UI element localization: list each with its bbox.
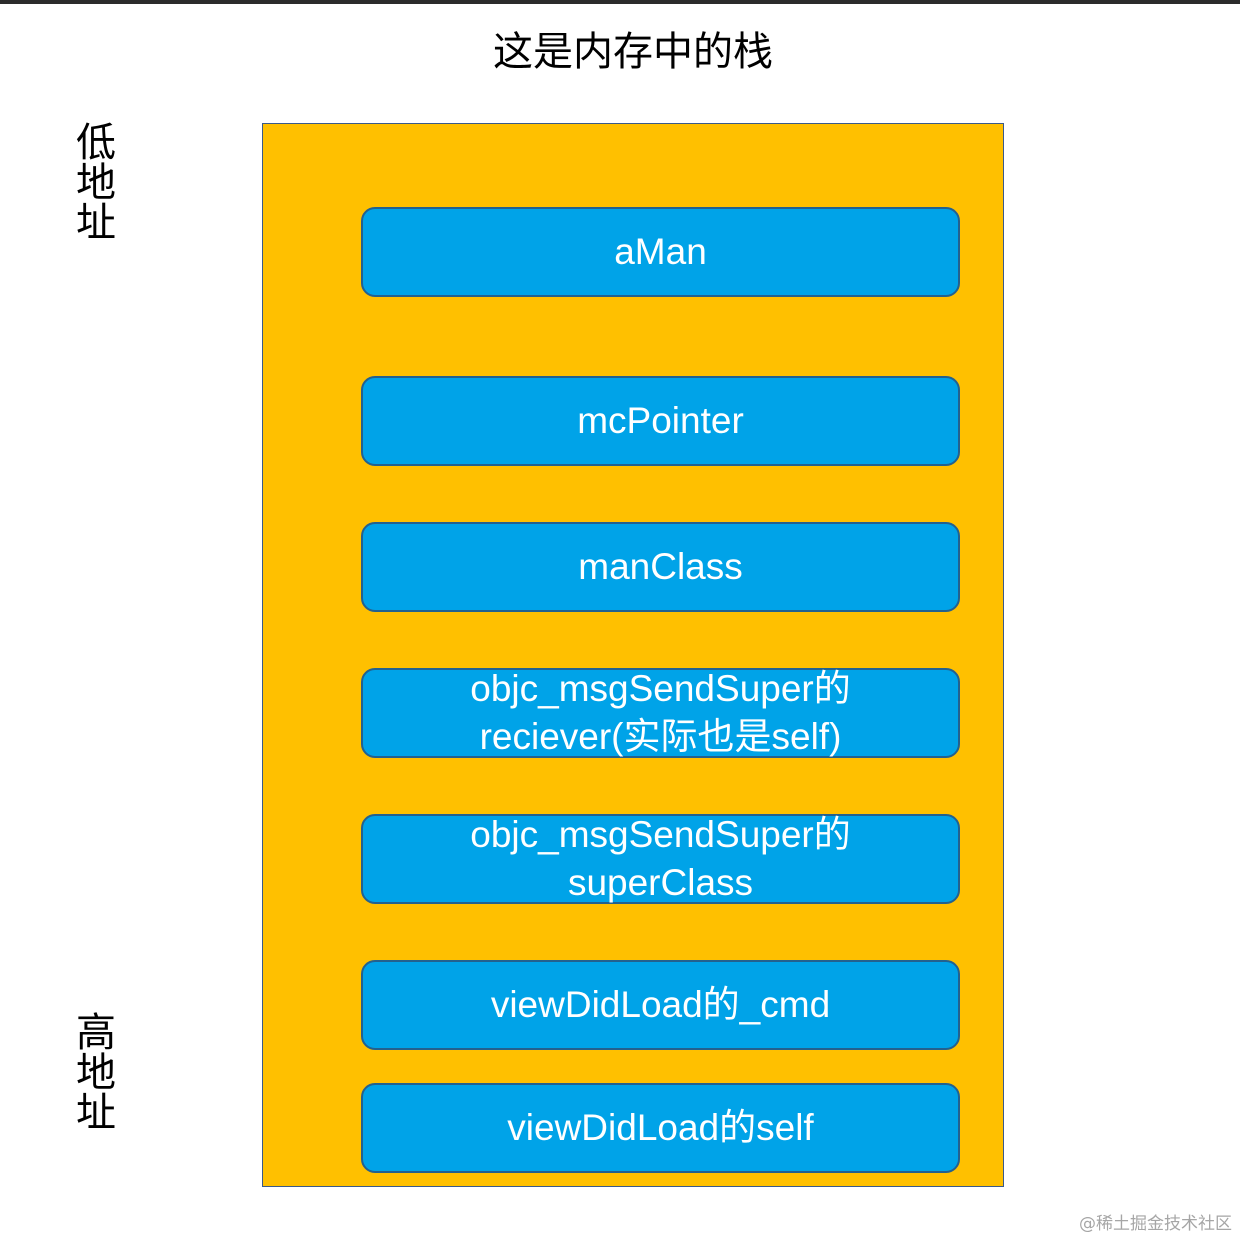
stack-slot-manclass: manClass [361,522,960,612]
slot-label: mcPointer [577,400,744,441]
stack-slot-superclass: objc_msgSendSuper的 superClass [361,814,960,904]
stack-slot-mcpointer: mcPointer [361,376,960,466]
stack-slot-cmd: viewDidLoad的_cmd [361,960,960,1050]
slot-label-line-2: reciever(实际也是self) [479,716,842,757]
high-address-label: 高地址 [69,1011,115,1131]
slot-label: viewDidLoad的_cmd [490,984,831,1025]
stack-slot-aman: aMan [361,207,960,297]
slot-label-line-1: objc_msgSendSuper的 [470,668,851,709]
diagram-title: 这是内存中的栈 [493,29,773,75]
slot-label-line-1: objc_msgSendSuper的 [470,814,851,855]
slot-label: aMan [614,231,707,272]
slot-label: manClass [578,546,743,587]
watermark: @稀土掘金技术社区 [1079,1214,1232,1234]
slot-label: viewDidLoad的self [507,1107,814,1148]
slot-label-line-2: superClass [567,862,754,903]
low-address-label: 低地址 [69,121,115,241]
stack-slot-receiver: objc_msgSendSuper的 reciever(实际也是self) [361,668,960,758]
stack-slot-self: viewDidLoad的self [361,1083,960,1173]
top-border [0,0,1240,4]
